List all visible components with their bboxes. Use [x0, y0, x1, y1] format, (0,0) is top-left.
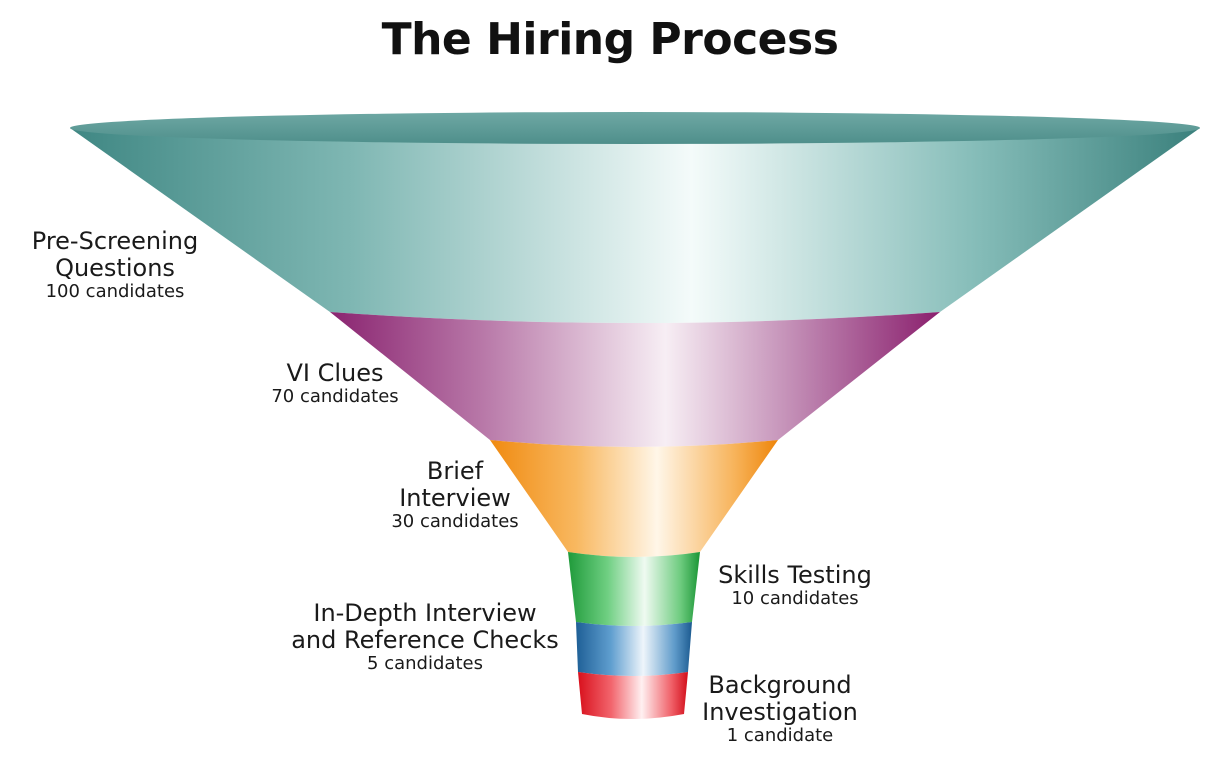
label-brief-interview-line1: Brief — [355, 458, 555, 485]
label-in-depth-interview-line2: and Reference Checks — [270, 627, 580, 654]
label-pre-screening-line2: Questions — [20, 255, 210, 282]
label-background-investigation: Background Investigation 1 candidate — [680, 672, 880, 746]
label-pre-screening-count: 100 candidates — [20, 282, 210, 302]
label-background-investigation-line2: Investigation — [680, 699, 880, 726]
label-skills-testing: Skills Testing 10 candidates — [700, 562, 890, 609]
label-pre-screening-line1: Pre-Screening — [20, 228, 210, 255]
funnel-stage-pre-screening — [70, 128, 1200, 323]
funnel-top-rim — [70, 112, 1200, 144]
funnel-stage-in-depth-interview — [576, 622, 692, 676]
label-brief-interview-line2: Interview — [355, 485, 555, 512]
funnel-stage-background-investigation — [578, 672, 688, 719]
label-background-investigation-count: 1 candidate — [680, 726, 880, 746]
label-vi-clues: VI Clues 70 candidates — [240, 360, 430, 407]
label-skills-testing-line1: Skills Testing — [700, 562, 890, 589]
label-in-depth-interview-count: 5 candidates — [270, 654, 580, 674]
funnel-stage-skills-testing — [568, 552, 700, 626]
label-in-depth-interview-line1: In-Depth Interview — [270, 600, 580, 627]
label-skills-testing-count: 10 candidates — [700, 589, 890, 609]
label-brief-interview-count: 30 candidates — [355, 512, 555, 532]
label-vi-clues-count: 70 candidates — [240, 387, 430, 407]
label-brief-interview: Brief Interview 30 candidates — [355, 458, 555, 532]
label-pre-screening: Pre-Screening Questions 100 candidates — [20, 228, 210, 302]
label-in-depth-interview: In-Depth Interview and Reference Checks … — [270, 600, 580, 674]
label-vi-clues-line1: VI Clues — [240, 360, 430, 387]
label-background-investigation-line1: Background — [680, 672, 880, 699]
